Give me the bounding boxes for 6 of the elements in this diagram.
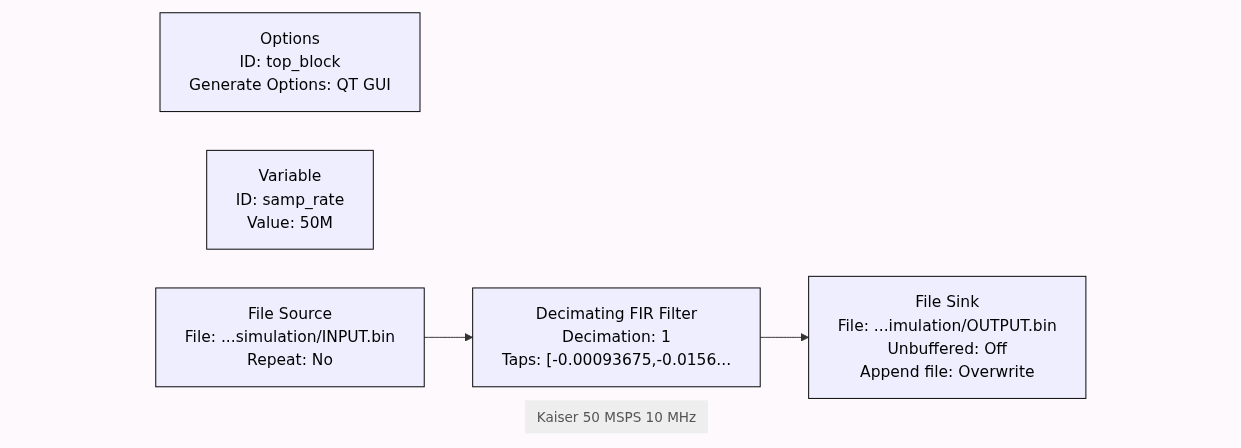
node-box: File Sink File: ...imulation/OUTPUT.bin Unbuffered: Off Append file: Overwrite xyxy=(807,275,1087,399)
comment-text: Kaiser 50 MSPS 10 MHz xyxy=(536,408,696,425)
node-box: Options ID: top_block Generate Options: QT GUI xyxy=(159,12,421,113)
node-box: File Source File: ...simulation/INPUT.bin Repeat: No xyxy=(154,287,425,388)
node-box: Decimating FIR Filter Decimation: 1 Taps: [-0.00093675,-0.0156... xyxy=(471,287,761,388)
node-box: Variable ID: samp_rate Value: 50M xyxy=(205,149,374,250)
